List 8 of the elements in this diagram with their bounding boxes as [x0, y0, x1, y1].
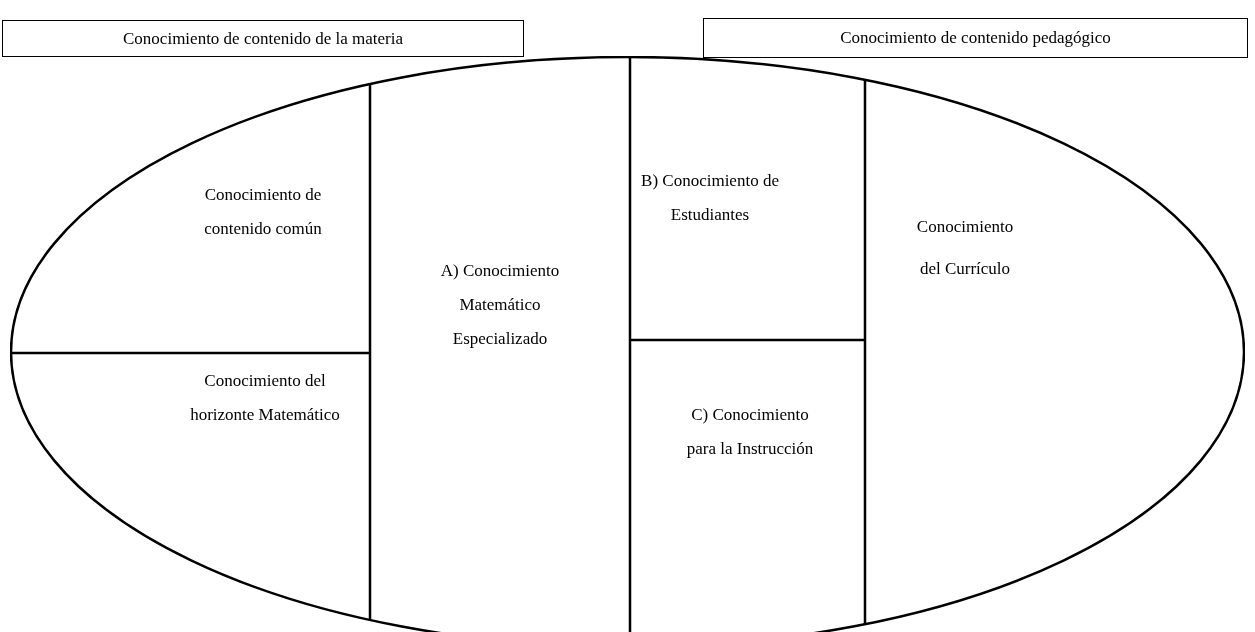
region-label: A) Conocimiento Matemático Especializado — [425, 254, 575, 356]
category-box: Conocimiento de contenido pedagógico — [703, 18, 1248, 58]
region-label: B) Conocimiento de Estudiantes — [625, 164, 795, 232]
region-label: Conocimiento del horizonte Matemático — [190, 364, 340, 432]
region-label: Conocimiento del Currículo — [915, 206, 1015, 290]
category-box: Conocimiento de contenido de la materia — [2, 20, 524, 57]
region-label: Conocimiento de contenido común — [178, 178, 348, 246]
region-label: C) Conocimiento para la Instrucción — [675, 398, 825, 466]
